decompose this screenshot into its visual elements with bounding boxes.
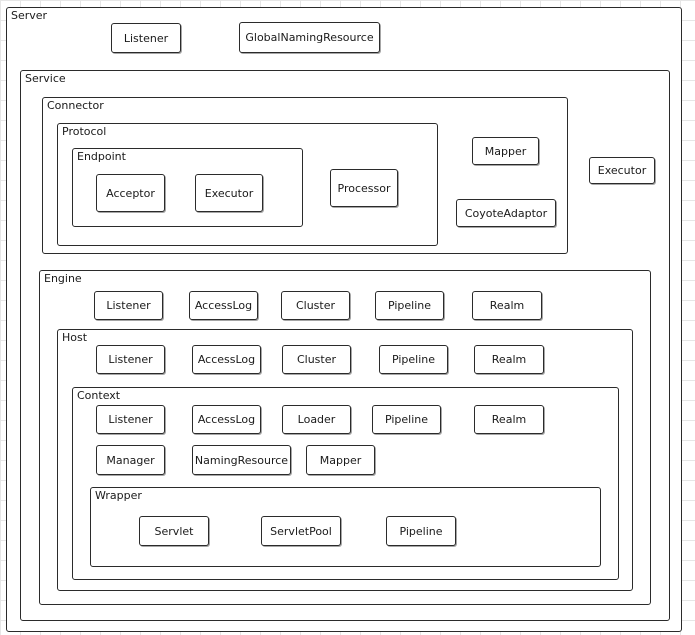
- wrapper-pipeline-node: Pipeline: [386, 516, 456, 546]
- context-pipeline-node: Pipeline: [372, 405, 441, 434]
- coyote-adaptor-node: CoyoteAdaptor: [456, 199, 556, 227]
- server-label: Server: [11, 9, 48, 22]
- host-accesslog-node: AccessLog: [192, 345, 261, 374]
- protocol-label: Protocol: [62, 125, 107, 138]
- processor-node: Processor: [330, 169, 398, 207]
- engine-accesslog-node: AccessLog: [189, 291, 258, 320]
- acceptor-node: Acceptor: [96, 174, 165, 212]
- engine-listener-node: Listener: [94, 291, 163, 320]
- context-realm-node: Realm: [474, 405, 544, 434]
- host-realm-node: Realm: [474, 345, 544, 374]
- server-listener-node: Listener: [111, 23, 181, 53]
- host-listener-node: Listener: [96, 345, 165, 374]
- endpoint-label: Endpoint: [77, 150, 126, 163]
- service-label: Service: [25, 72, 66, 85]
- engine-cluster-node: Cluster: [281, 291, 350, 320]
- servlet-pool-node: ServletPool: [261, 516, 341, 546]
- context-listener-node: Listener: [96, 405, 165, 434]
- host-cluster-node: Cluster: [282, 345, 351, 374]
- service-executor-node: Executor: [589, 157, 655, 184]
- wrapper-label: Wrapper: [95, 489, 142, 502]
- connector-mapper-node: Mapper: [472, 137, 539, 165]
- global-naming-resource-node: GlobalNamingResource: [239, 22, 380, 53]
- context-manager-node: Manager: [96, 445, 165, 475]
- context-loader-node: Loader: [282, 405, 351, 434]
- engine-realm-node: Realm: [472, 291, 542, 320]
- context-mapper-node: Mapper: [306, 445, 375, 475]
- host-pipeline-node: Pipeline: [379, 345, 448, 374]
- host-label: Host: [62, 331, 88, 344]
- engine-pipeline-node: Pipeline: [375, 291, 444, 320]
- servlet-node: Servlet: [139, 516, 209, 546]
- engine-label: Engine: [44, 272, 82, 285]
- endpoint-executor-node: Executor: [195, 174, 263, 212]
- context-naming-resource-node: NamingResource: [192, 445, 291, 475]
- context-accesslog-node: AccessLog: [192, 405, 261, 434]
- context-label: Context: [77, 389, 121, 402]
- connector-label: Connector: [47, 99, 104, 112]
